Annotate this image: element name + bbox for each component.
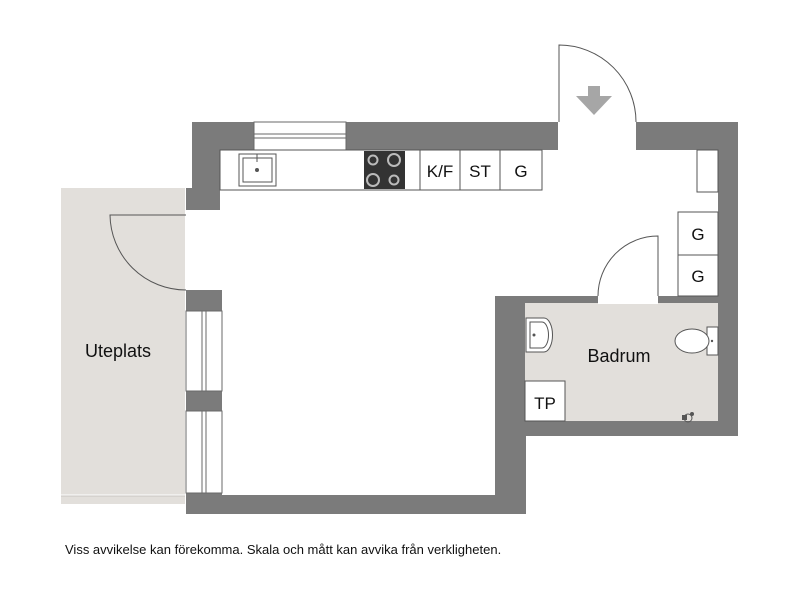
cabinet-upper-label: G xyxy=(691,225,704,244)
cabinet-kitchen-label: G xyxy=(514,162,527,181)
toilet-icon xyxy=(674,326,719,356)
bathroom-label: Badrum xyxy=(587,346,650,366)
terrace-label: Uteplats xyxy=(85,341,151,361)
cooktop-icon xyxy=(364,151,405,189)
cabinet-lower-label: G xyxy=(691,267,704,286)
entrance-door-swing xyxy=(558,44,637,123)
washing-machine xyxy=(524,380,566,422)
dishwasher xyxy=(459,149,501,191)
cabinet-lower xyxy=(677,254,719,297)
fridge-freezer xyxy=(419,149,461,191)
washbasin-icon xyxy=(525,317,553,353)
fridge-freezer-label: K/F xyxy=(427,162,453,181)
dishwasher-label: ST xyxy=(469,162,491,181)
terrace-door-opening xyxy=(186,215,222,290)
wardrobe-top xyxy=(696,149,719,193)
walls xyxy=(185,120,738,514)
kitchen-counter: K/F ST G xyxy=(219,149,543,191)
bathroom-door-swing xyxy=(597,235,659,297)
right-cabinets: G G xyxy=(677,211,719,297)
arrow-down-icon xyxy=(576,86,612,115)
left-window-1 xyxy=(185,310,223,392)
terrace xyxy=(61,188,185,504)
top-window xyxy=(253,121,347,151)
main-room-floor xyxy=(186,150,718,495)
kitchen-sink-icon xyxy=(238,153,277,187)
cabinet-kitchen xyxy=(499,149,543,191)
left-window-2 xyxy=(185,410,223,494)
entrance-opening xyxy=(558,120,636,152)
terrace-floor xyxy=(61,188,185,504)
bathroom-door-opening xyxy=(598,294,658,304)
entrance-door xyxy=(558,44,637,123)
terrace-door-swing xyxy=(109,214,187,291)
floor-drain-icon xyxy=(682,412,694,423)
bathroom-fixtures: TP xyxy=(524,317,719,423)
disclaimer-text: Viss avvikelse kan förekomma. Skala och … xyxy=(65,542,502,557)
washing-machine-label: TP xyxy=(534,394,556,413)
